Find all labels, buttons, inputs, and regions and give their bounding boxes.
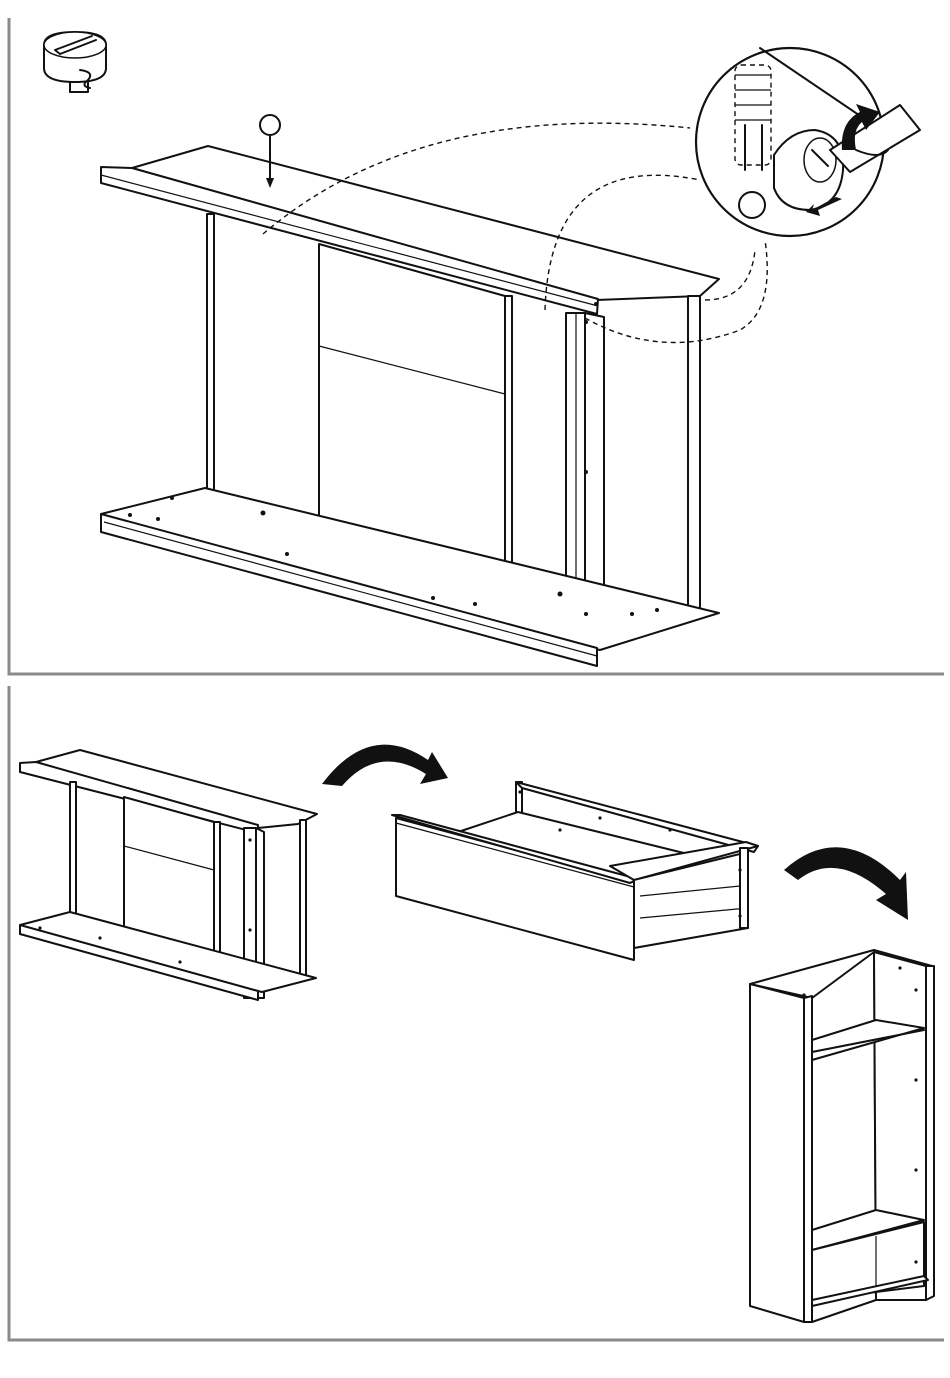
screwdriver-detail	[696, 48, 920, 236]
rotate-arrow-icon	[784, 847, 908, 920]
right-back-panel	[688, 296, 700, 610]
cam-lock-icon	[44, 32, 106, 92]
cabinet-lying-small	[20, 750, 317, 1000]
part-marker	[260, 115, 280, 135]
cabinet-on-back	[392, 782, 758, 960]
rotate-arrow-icon	[322, 745, 448, 786]
cabinet-top-assembly	[101, 115, 719, 666]
cabinet-standing	[750, 950, 934, 1322]
